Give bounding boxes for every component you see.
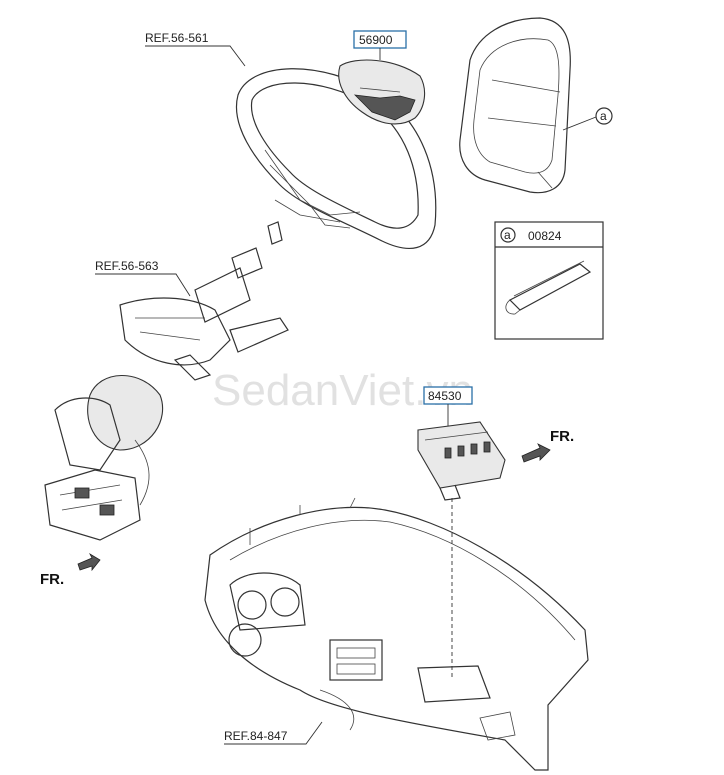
inset-part-number: 00824 (528, 229, 562, 243)
passenger-airbag-part-number[interactable]: 84530 (428, 389, 462, 403)
driver-airbag-module[interactable] (338, 59, 426, 125)
seat-back (459, 17, 571, 194)
steering-column[interactable] (119, 221, 289, 381)
steering-wheel[interactable] (236, 68, 437, 249)
ref-wheel-label: REF.56-561 (145, 31, 209, 45)
inset-box: a 00824 (494, 221, 604, 340)
seat-leader (562, 116, 597, 131)
column-lever[interactable] (229, 317, 289, 353)
ref-wheel-leader (145, 45, 246, 67)
driver-airbag-part-number[interactable]: 56900 (359, 33, 393, 47)
callout-letter-seat: a (600, 109, 607, 123)
callout-circle-a-seat (595, 107, 613, 125)
ref-dash-label: REF.84-847 (224, 729, 288, 743)
front-label-left: FR. (40, 571, 64, 588)
front-direction-right: FR. (521, 428, 574, 463)
inset-letter: a (504, 228, 511, 242)
passenger-airbag-module[interactable] (417, 421, 506, 501)
airbag-door[interactable] (417, 665, 491, 703)
ref-dash-leader (224, 721, 323, 745)
dashboard (204, 497, 589, 771)
column-lower-assembly (44, 375, 164, 541)
ref-column-leader (95, 273, 191, 297)
front-label-right: FR. (550, 428, 574, 445)
front-direction-left: FR. (40, 552, 101, 588)
clip-part[interactable] (508, 263, 592, 311)
ref-column-label: REF.56-563 (95, 259, 159, 273)
